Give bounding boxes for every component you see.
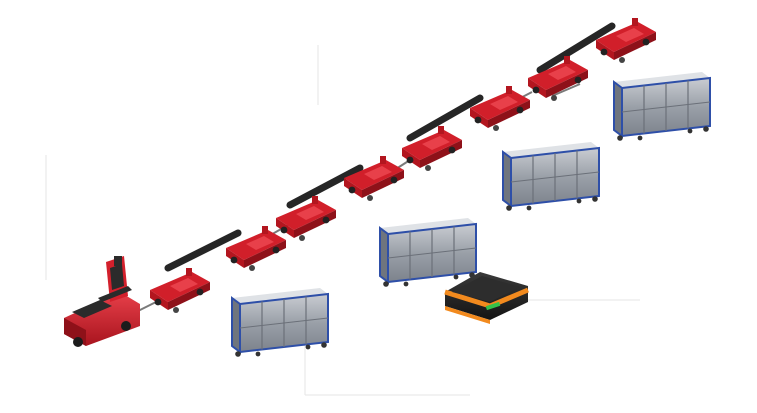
- tugger-module-3: [276, 196, 336, 241]
- cart-1: [231, 287, 329, 358]
- guide-lines: [45, 45, 640, 396]
- drawbars: [164, 22, 616, 272]
- cart-3: [502, 141, 600, 212]
- tugger-module-6: [470, 86, 530, 131]
- tugger-module-5: [402, 126, 462, 171]
- cart-4: [613, 71, 711, 142]
- tugger-module-8: [596, 18, 656, 63]
- tow-tractor: [64, 256, 140, 347]
- tugger-module-4: [344, 156, 404, 201]
- tugger-module-1: [150, 268, 210, 313]
- cart-2: [379, 217, 477, 288]
- amr-robot: [444, 272, 529, 324]
